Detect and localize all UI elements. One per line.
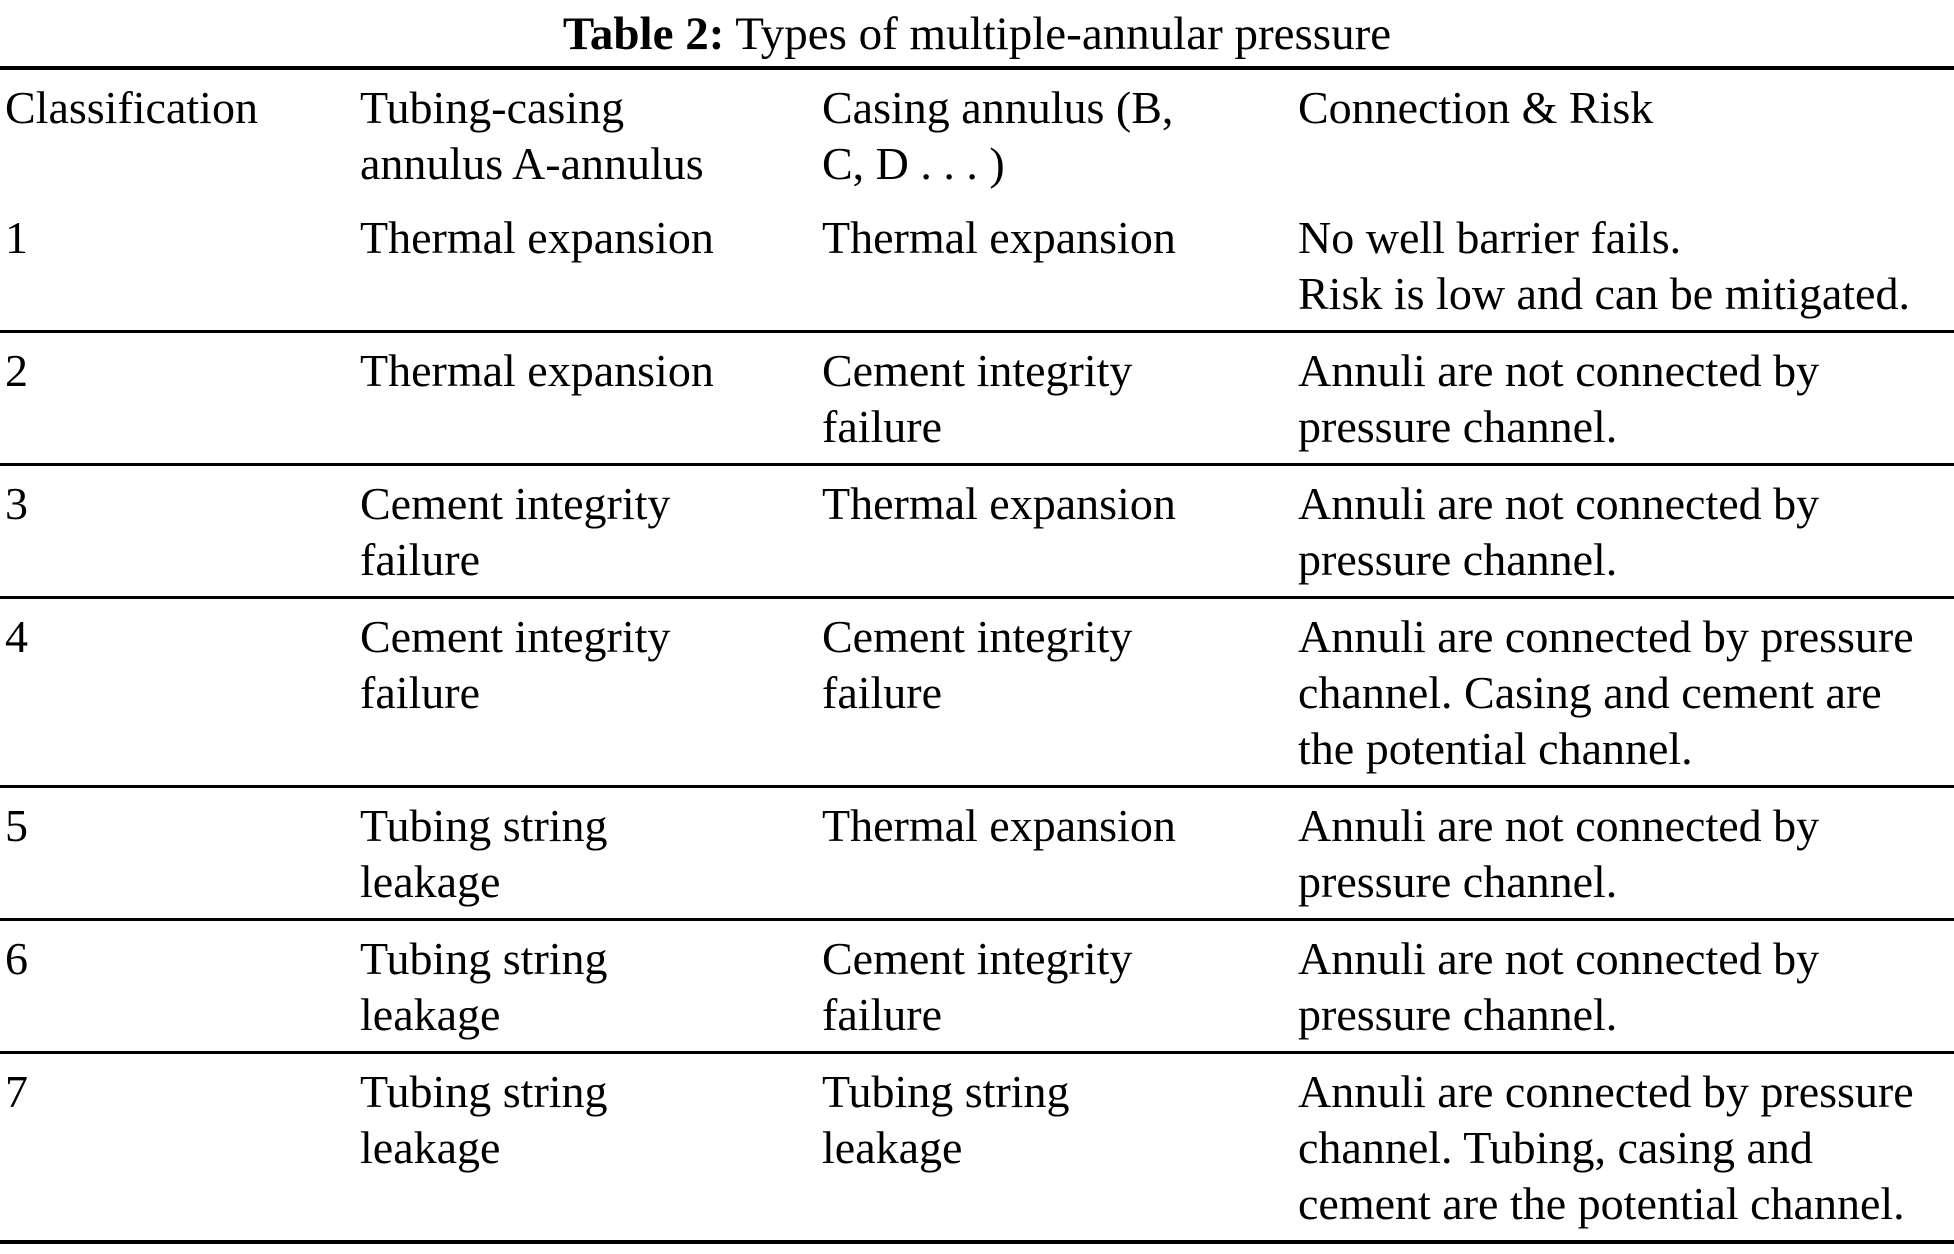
cell-classification: 7	[5, 1066, 28, 1117]
cell-casing-annulus: Thermal expansion	[822, 212, 1176, 263]
cell-casing-annulus: Thermal expansion	[822, 800, 1176, 851]
table-caption-text: Types of multiple-annular pressure	[735, 8, 1392, 60]
cell-tubing-casing-annulus: Thermal expansion	[360, 212, 714, 263]
cell-classification: 5	[5, 800, 28, 851]
cell-casing-annulus: Cement integrity failure	[822, 933, 1133, 1040]
cell-connection-risk: Annuli are connected by pressure channel…	[1298, 611, 1914, 774]
cell-classification: 2	[5, 345, 28, 396]
cell-connection-risk: No well barrier fails. Risk is low and c…	[1298, 212, 1910, 319]
table-caption-label: Table 2:	[562, 8, 725, 60]
header-row: Classification Tubing-casing annulus A-a…	[0, 68, 1954, 200]
multiple-annular-pressure-table: Classification Tubing-casing annulus A-a…	[0, 66, 1954, 1244]
cell-casing-annulus: Cement integrity failure	[822, 611, 1133, 718]
table-row: 5 Tubing string leakage Thermal expansio…	[0, 787, 1954, 920]
table-row: 6 Tubing string leakage Cement integrity…	[0, 920, 1954, 1053]
cell-tubing-casing-annulus: Cement integrity failure	[360, 611, 671, 718]
table-row: 4 Cement integrity failure Cement integr…	[0, 598, 1954, 787]
cell-connection-risk: Annuli are not connected by pressure cha…	[1298, 345, 1820, 452]
cell-connection-risk: Annuli are connected by pressure channel…	[1298, 1066, 1914, 1229]
table-caption: Table 2: Types of multiple-annular press…	[0, 0, 1954, 66]
cell-tubing-casing-annulus: Cement integrity failure	[360, 478, 671, 585]
column-header-tubing-casing-annulus: Tubing-casing annulus A-annulus	[360, 82, 704, 189]
table-row: 7 Tubing string leakage Tubing string le…	[0, 1053, 1954, 1243]
cell-classification: 6	[5, 933, 28, 984]
cell-casing-annulus: Cement integrity failure	[822, 345, 1133, 452]
column-header-connection-risk: Connection & Risk	[1298, 82, 1654, 133]
cell-tubing-casing-annulus: Tubing string leakage	[360, 800, 608, 907]
table-row: 2 Thermal expansion Cement integrity fai…	[0, 332, 1954, 465]
cell-connection-risk: Annuli are not connected by pressure cha…	[1298, 800, 1820, 907]
cell-tubing-casing-annulus: Tubing string leakage	[360, 933, 608, 1040]
cell-classification: 1	[5, 212, 28, 263]
column-header-casing-annulus: Casing annulus (B, C, D . . . )	[822, 82, 1174, 189]
cell-casing-annulus: Tubing string leakage	[822, 1066, 1070, 1173]
cell-classification: 4	[5, 611, 28, 662]
cell-connection-risk: Annuli are not connected by pressure cha…	[1298, 478, 1820, 585]
cell-classification: 3	[5, 478, 28, 529]
cell-tubing-casing-annulus: Tubing string leakage	[360, 1066, 608, 1173]
cell-tubing-casing-annulus: Thermal expansion	[360, 345, 714, 396]
column-header-classification: Classification	[5, 82, 258, 133]
table-row: 1 Thermal expansion Thermal expansion No…	[0, 200, 1954, 332]
cell-connection-risk: Annuli are not connected by pressure cha…	[1298, 933, 1820, 1040]
table-row: 3 Cement integrity failure Thermal expan…	[0, 465, 1954, 598]
cell-casing-annulus: Thermal expansion	[822, 478, 1176, 529]
